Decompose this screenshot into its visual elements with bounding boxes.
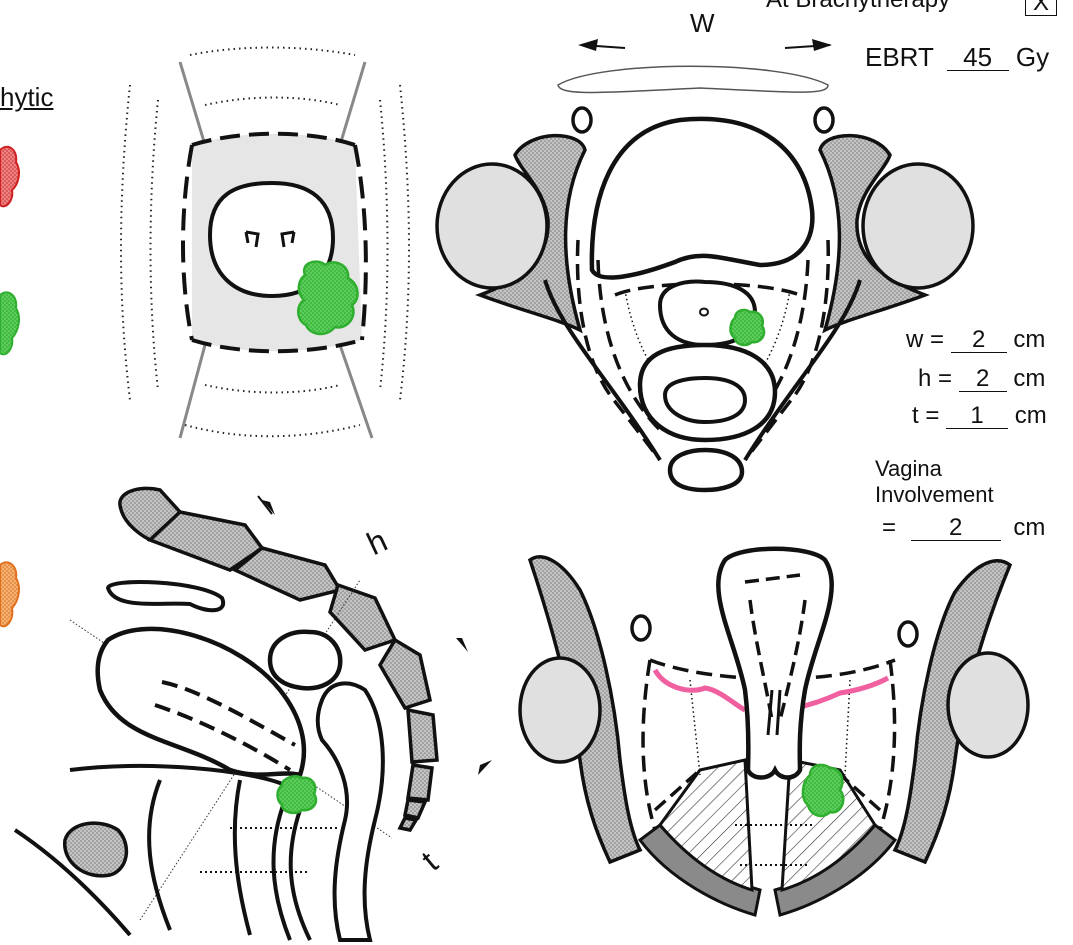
pelvis-sagittal-view bbox=[15, 488, 492, 942]
measurement-w-row: w = 2 cm bbox=[906, 328, 1045, 353]
pelvis-axial-view bbox=[437, 39, 973, 490]
tumor-frontal-green bbox=[298, 262, 357, 334]
brachytherapy-checkbox[interactable]: X bbox=[1025, 0, 1057, 16]
pelvis-coronal-view bbox=[520, 549, 1028, 915]
ebrt-dose-row: EBRT 45 Gy bbox=[865, 44, 1049, 71]
tumor-sagittal-green bbox=[278, 776, 317, 813]
measurement-t-label: t = bbox=[912, 402, 939, 429]
legend-red-tumor-swatch bbox=[0, 147, 19, 207]
measurement-h-row: h = 2 cm bbox=[918, 367, 1045, 392]
measurement-w-label: w = bbox=[906, 326, 944, 353]
measurement-h-value[interactable]: 2 bbox=[959, 367, 1007, 392]
legend-partial-label: hytic bbox=[0, 84, 53, 110]
measurement-t-unit: cm bbox=[1015, 402, 1047, 429]
measurement-h-unit: cm bbox=[1013, 365, 1045, 392]
brachytherapy-checkbox-mark: X bbox=[1025, 0, 1057, 16]
vagina-involvement-value[interactable]: 2 bbox=[911, 516, 1001, 541]
vagina-involvement-value-row: = 2 cm bbox=[882, 516, 1045, 541]
tumor-coronal-green bbox=[803, 765, 843, 816]
vagina-unit: cm bbox=[1013, 514, 1045, 541]
measurement-h-label: h = bbox=[918, 365, 952, 392]
legend-orange-tumor-swatch bbox=[0, 562, 19, 626]
tumor-axial-green bbox=[730, 310, 764, 345]
legend-green-tumor-swatch bbox=[0, 292, 19, 354]
cervix-frontal-view bbox=[121, 48, 409, 439]
vagina-involvement-line2: Involvement bbox=[875, 484, 994, 506]
w-axis-label: W bbox=[690, 10, 715, 36]
measurement-t-row: t = 1 cm bbox=[912, 404, 1047, 429]
brachytherapy-label-text: At Brachytherapy bbox=[766, 0, 950, 13]
ebrt-unit: Gy bbox=[1016, 42, 1049, 72]
vagina-eq: = bbox=[882, 514, 896, 541]
measurement-w-value[interactable]: 2 bbox=[951, 328, 1007, 353]
brachytherapy-label: At Brachytherapy bbox=[766, 0, 950, 12]
legend-tumor-swatches bbox=[0, 147, 19, 627]
vagina-involvement-line1: Vagina bbox=[875, 458, 942, 480]
ebrt-dose-value[interactable]: 45 bbox=[947, 44, 1009, 71]
measurement-t-value[interactable]: 1 bbox=[946, 404, 1008, 429]
measurement-w-unit: cm bbox=[1013, 326, 1045, 353]
ebrt-label: EBRT bbox=[865, 42, 933, 72]
